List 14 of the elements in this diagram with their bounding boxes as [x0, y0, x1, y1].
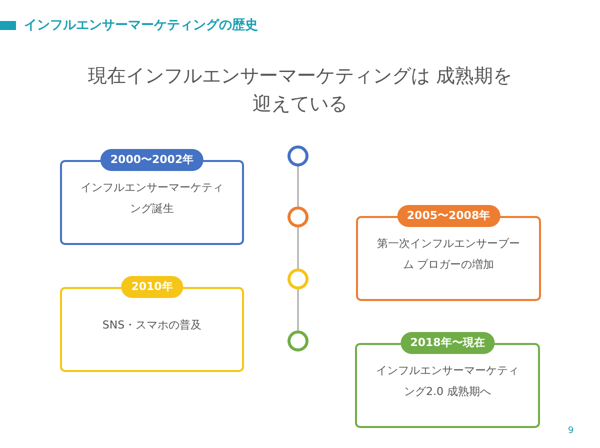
page-number: 9 [568, 426, 574, 436]
card-text: 第一次インフルエンサーブーム ブロガーの増加 [376, 236, 521, 272]
subtitle: 現在インフルエンサーマーケティングは 成熟期を迎えている [86, 64, 514, 117]
card-text: インフルエンサーマーケティング誕生 [80, 180, 224, 216]
year-badge: 2000〜2002年 [100, 149, 204, 171]
year-badge: 2018年〜現在 [400, 332, 495, 354]
page-title: インフルエンサーマーケティングの歴史 [24, 17, 258, 34]
year-badge: 2010年 [121, 276, 183, 298]
card-text: インフルエンサーマーケティング2.0 成熟期へ [375, 362, 520, 400]
year-badge: 2005〜2008年 [396, 205, 500, 227]
timeline-connector [297, 228, 299, 268]
card-text: SNS・スマホの普及 [101, 317, 203, 333]
timeline-connector [297, 166, 299, 206]
timeline-connector [297, 290, 299, 330]
